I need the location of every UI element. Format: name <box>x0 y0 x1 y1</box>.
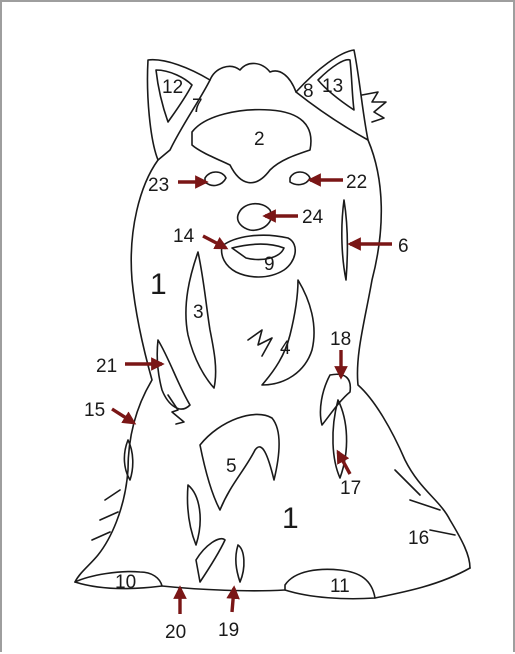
fur-18 <box>320 374 350 425</box>
left-eye-23 <box>205 172 226 185</box>
label-2: 2 <box>254 129 265 150</box>
cheek-4 <box>262 280 314 385</box>
mouth-9 <box>222 235 296 277</box>
label-21: 21 <box>96 356 117 377</box>
label-24: 24 <box>302 207 324 228</box>
leg-19 <box>236 545 244 582</box>
head-top <box>210 63 296 92</box>
fur-21 <box>157 340 190 409</box>
label-14: 14 <box>173 226 195 247</box>
label-3: 3 <box>193 302 204 323</box>
stripe-6 <box>342 200 347 280</box>
arrow-15 <box>112 409 134 423</box>
arrow-17 <box>338 452 350 474</box>
chin-tuft <box>248 330 272 356</box>
label-17: 17 <box>340 478 361 499</box>
label-13: 13 <box>322 76 343 97</box>
label-4: 4 <box>280 338 291 359</box>
label-9: 9 <box>264 254 275 275</box>
fur-left-strokes <box>92 490 120 540</box>
body-right-outline <box>357 140 470 568</box>
label-5: 5 <box>226 456 237 477</box>
label-1-head: 1 <box>150 268 167 301</box>
right-eye-22 <box>290 172 310 185</box>
arrow-14 <box>203 236 226 248</box>
label-6: 6 <box>398 236 409 257</box>
head-tuft-right <box>362 92 386 122</box>
dog-outline <box>75 50 470 599</box>
chest-tuft-left <box>187 485 200 545</box>
label-23: 23 <box>148 175 169 196</box>
mouth-inner <box>232 244 284 259</box>
label-19: 19 <box>218 620 239 641</box>
chest-5 <box>200 414 279 510</box>
leg-20 <box>196 539 225 582</box>
arrow-19 <box>232 588 234 612</box>
label-7: 7 <box>192 96 203 117</box>
label-8: 8 <box>303 81 314 102</box>
label-18: 18 <box>330 329 351 350</box>
face-patch-2 <box>192 110 311 183</box>
label-11: 11 <box>330 576 350 597</box>
label-16: 16 <box>408 528 429 549</box>
label-10: 10 <box>115 572 136 593</box>
label-15: 15 <box>84 400 105 421</box>
fur-right-strokes <box>395 470 455 535</box>
labels: 12 7 8 13 2 23 22 24 14 6 9 1 3 18 4 21 … <box>84 76 429 643</box>
label-1-chest: 1 <box>282 502 299 535</box>
label-12: 12 <box>162 77 183 98</box>
label-20: 20 <box>165 622 186 643</box>
label-22: 22 <box>346 172 367 193</box>
base-line <box>162 568 470 598</box>
